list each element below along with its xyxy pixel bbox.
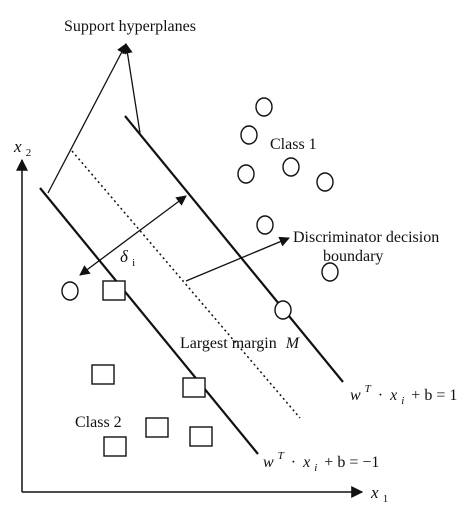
eq-lower-i: i bbox=[314, 462, 317, 474]
lower-support-hyperplane bbox=[39, 187, 259, 455]
support-callout-left bbox=[47, 43, 127, 194]
x1-base: x bbox=[370, 483, 379, 502]
eq-lower-rest: + b = −1 bbox=[324, 454, 379, 471]
class1-points bbox=[61, 97, 339, 320]
class1-point bbox=[240, 125, 258, 145]
class1-point bbox=[237, 164, 255, 184]
x2-axis-label: x 2 bbox=[13, 137, 31, 159]
margin-arrow bbox=[79, 195, 187, 276]
class2-support-point bbox=[61, 281, 79, 301]
largest-margin-label: Largest margin M bbox=[180, 335, 301, 352]
class2-point bbox=[182, 377, 206, 398]
margin-symbol: M bbox=[285, 335, 301, 352]
support-hyperplanes-label: Support hyperplanes bbox=[64, 18, 196, 35]
delta-subscript: i bbox=[132, 257, 135, 269]
discriminator-label-line2: boundary bbox=[323, 248, 383, 265]
class2-points bbox=[91, 280, 213, 457]
eq-lower-w: w bbox=[263, 454, 274, 471]
class2-label: Class 2 bbox=[75, 414, 122, 431]
x2-subscript: 2 bbox=[26, 147, 32, 159]
decision-boundary bbox=[71, 150, 301, 419]
eq-upper-w: w bbox=[350, 387, 361, 404]
class1-point bbox=[282, 157, 300, 177]
x1-subscript: 1 bbox=[383, 493, 389, 505]
delta-label: δ i bbox=[120, 247, 135, 269]
eq-lower-x: x bbox=[302, 454, 310, 471]
class1-point bbox=[274, 300, 292, 320]
largest-margin-text: Largest margin bbox=[180, 335, 277, 352]
discriminator-label-line1: Discriminator decision bbox=[293, 229, 439, 246]
support-callout-right bbox=[122, 42, 141, 134]
delta-symbol: δ bbox=[120, 247, 129, 266]
eq-lower-dot: · bbox=[291, 454, 296, 471]
upper-support-hyperplane bbox=[124, 115, 344, 383]
eq-upper-x: x bbox=[389, 387, 397, 404]
eq-lower-T: T bbox=[278, 450, 285, 462]
class2-point bbox=[103, 436, 127, 457]
class2-point bbox=[189, 426, 213, 447]
class2-point bbox=[91, 364, 115, 385]
eq-upper-dot: · bbox=[378, 387, 383, 404]
eq-upper-rest: + b = 1 bbox=[411, 387, 457, 404]
class2-point bbox=[102, 280, 126, 301]
x2-base: x bbox=[13, 137, 22, 156]
discriminator-arrow bbox=[185, 236, 290, 282]
class1-point bbox=[255, 97, 273, 117]
lower-hyperplane-equation: w T · x i + b = −1 bbox=[263, 446, 379, 475]
class1-point bbox=[321, 262, 339, 282]
class1-point bbox=[316, 172, 334, 192]
x1-axis-label: x 1 bbox=[370, 483, 388, 505]
eq-upper-i: i bbox=[401, 395, 404, 407]
upper-hyperplane-equation: w T · x i + b = 1 bbox=[350, 379, 457, 408]
class1-label: Class 1 bbox=[270, 136, 317, 153]
eq-upper-T: T bbox=[365, 383, 372, 395]
class2-point bbox=[145, 417, 169, 438]
class1-point bbox=[256, 215, 274, 235]
